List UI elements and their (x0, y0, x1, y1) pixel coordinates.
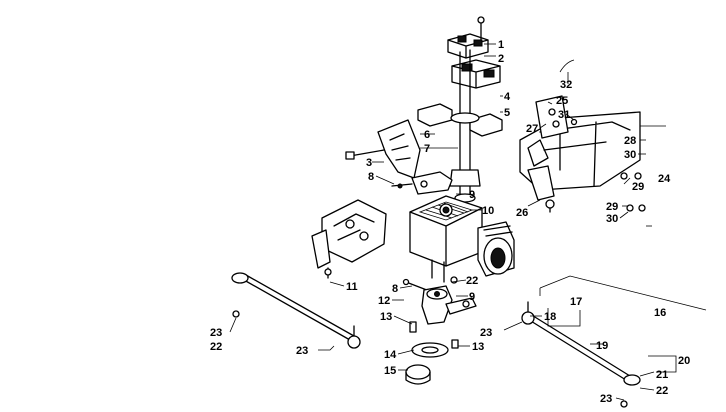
callout-12: 12 (378, 295, 390, 307)
group-brackets (539, 275, 707, 373)
callout-13-left: 13 (380, 311, 392, 323)
callout-22-left: 22 (210, 341, 222, 353)
callout-17: 17 (570, 296, 582, 308)
lower-steering-arm (402, 276, 477, 385)
callout-20: 20 (678, 355, 690, 367)
callout-11: 11 (346, 281, 358, 293)
tie-rod-right (521, 301, 641, 408)
callout-8-upper: 8 (368, 171, 374, 183)
callout-32: 32 (560, 79, 572, 91)
callout-31: 31 (558, 109, 570, 121)
callout-8-lower: 8 (392, 283, 398, 295)
callout-19: 19 (596, 340, 608, 352)
callout-5: 5 (504, 107, 510, 119)
callout-28: 28 (624, 135, 636, 147)
pitman-arm-upper (391, 171, 453, 195)
callout-23-left-bottom: 23 (296, 345, 308, 357)
callout-26: 26 (516, 207, 528, 219)
callout-labels: 1 2 4 5 6 7 3 8 9 10 11 8 22 12 9 13 14 … (210, 39, 690, 405)
callout-22-center: 22 (466, 275, 478, 287)
steering-cover-shield (345, 119, 421, 179)
callout-22-right: 22 (656, 385, 668, 397)
callout-13-right: 13 (472, 341, 484, 353)
callout-27: 27 (526, 123, 538, 135)
callout-2: 2 (498, 53, 504, 65)
callout-30-upper: 30 (624, 149, 636, 161)
steering-post-clamps (417, 16, 503, 203)
mounting-bracket-left (311, 199, 387, 279)
callout-23-left-top: 23 (210, 327, 222, 339)
callout-23-right: 23 (600, 393, 612, 405)
callout-9-lower: 9 (469, 291, 475, 303)
callout-29-lower: 29 (606, 201, 618, 213)
callout-18: 18 (544, 311, 556, 323)
callout-30-lower: 30 (606, 213, 618, 225)
callout-7: 7 (424, 143, 430, 155)
callout-9-upper: 9 (469, 189, 475, 201)
callout-1: 1 (498, 39, 504, 51)
callout-23-center: 23 (480, 327, 492, 339)
callout-24: 24 (658, 173, 671, 185)
callout-25: 25 (556, 95, 568, 107)
callout-14: 14 (384, 349, 397, 361)
callout-6: 6 (424, 129, 430, 141)
right-frame-bracket (519, 59, 646, 213)
callout-16: 16 (654, 307, 666, 319)
callout-4: 4 (504, 91, 511, 103)
callout-21: 21 (656, 369, 668, 381)
leader-lines (229, 43, 666, 401)
tie-rod-left (231, 272, 361, 349)
callout-15: 15 (384, 365, 396, 377)
callout-29-upper: 29 (632, 181, 644, 193)
power-steering-unit (409, 195, 515, 283)
callout-10: 10 (482, 205, 494, 217)
callout-3: 3 (366, 157, 372, 169)
